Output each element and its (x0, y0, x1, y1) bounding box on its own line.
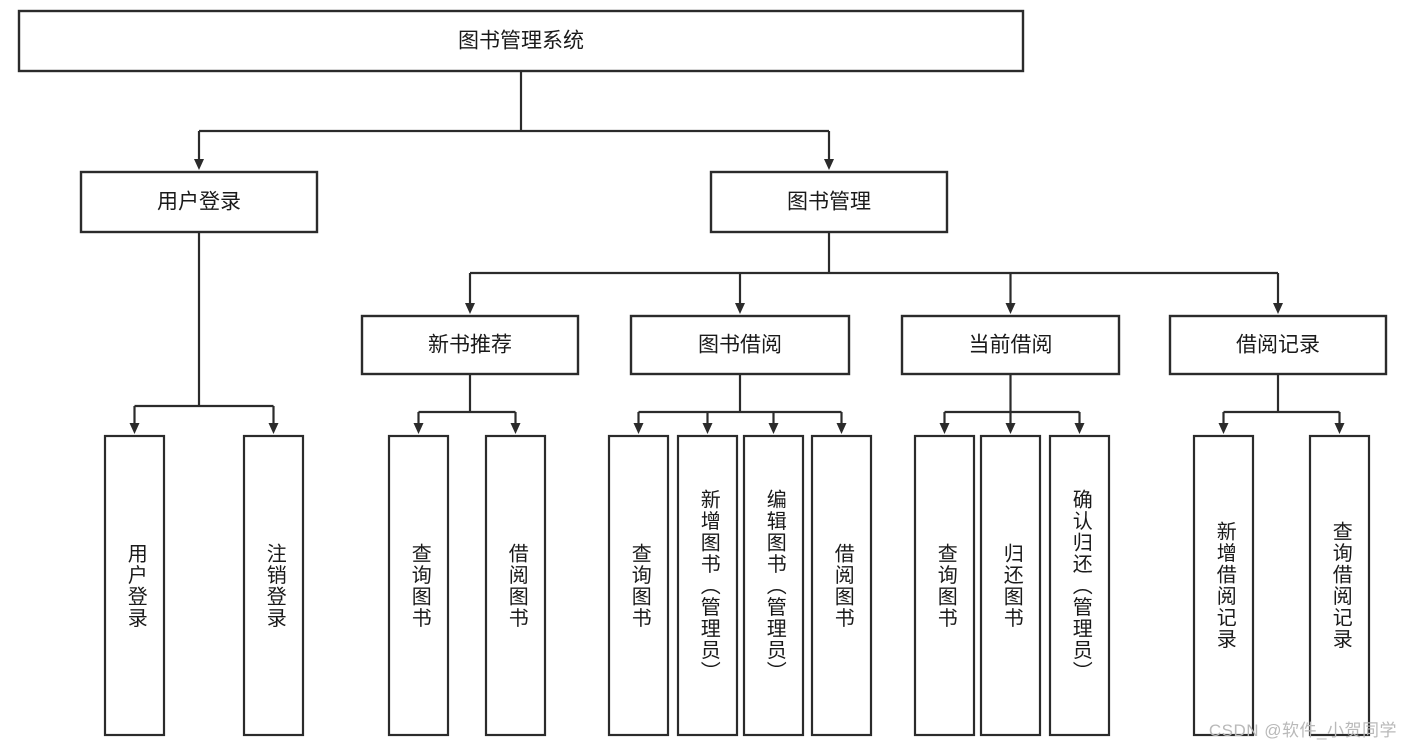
node-box-leaf-query-record[interactable] (1308, 434, 1371, 737)
node-box-current-borrow[interactable] (900, 314, 1121, 376)
node-label-current-borrow: 当前借阅 (969, 334, 1053, 357)
node-label-book-manage: 图书管理 (787, 191, 871, 214)
connector-group (129, 71, 1345, 434)
node-label-new-book-recommend: 新书推荐 (428, 334, 512, 357)
node-box-leaf-add-book[interactable] (676, 434, 739, 737)
node-box-book-borrow[interactable] (629, 314, 851, 376)
node-box-leaf-add-record[interactable] (1192, 434, 1255, 737)
node-label-borrow-record: 借阅记录 (1236, 334, 1320, 357)
node-box-leaf-query-book-rec[interactable] (387, 434, 450, 737)
node-box-leaf-user-login[interactable] (103, 434, 166, 737)
node-box-leaf-borrow-book-bor[interactable] (810, 434, 873, 737)
node-box-user-login[interactable] (79, 170, 319, 234)
node-label-user-login: 用户登录 (157, 191, 241, 214)
watermark-text: CSDN @软件_小贺同学 (1208, 721, 1397, 740)
node-box-leaf-query-book-cur[interactable] (913, 434, 976, 737)
node-box-leaf-query-book-bor[interactable] (607, 434, 670, 737)
node-box-book-manage[interactable] (709, 170, 949, 234)
node-box-group (17, 9, 1388, 737)
node-box-leaf-edit-book[interactable] (742, 434, 805, 737)
node-box-leaf-confirm-return[interactable] (1048, 434, 1111, 737)
node-box-leaf-logout[interactable] (242, 434, 305, 737)
node-box-root[interactable] (17, 9, 1025, 73)
node-label-book-borrow: 图书借阅 (698, 334, 782, 357)
node-box-new-book-recommend[interactable] (360, 314, 580, 376)
node-box-borrow-record[interactable] (1168, 314, 1388, 376)
node-box-leaf-return-book[interactable] (979, 434, 1042, 737)
node-label-root: 图书管理系统 (458, 30, 584, 53)
node-box-leaf-borrow-book-rec[interactable] (484, 434, 547, 737)
